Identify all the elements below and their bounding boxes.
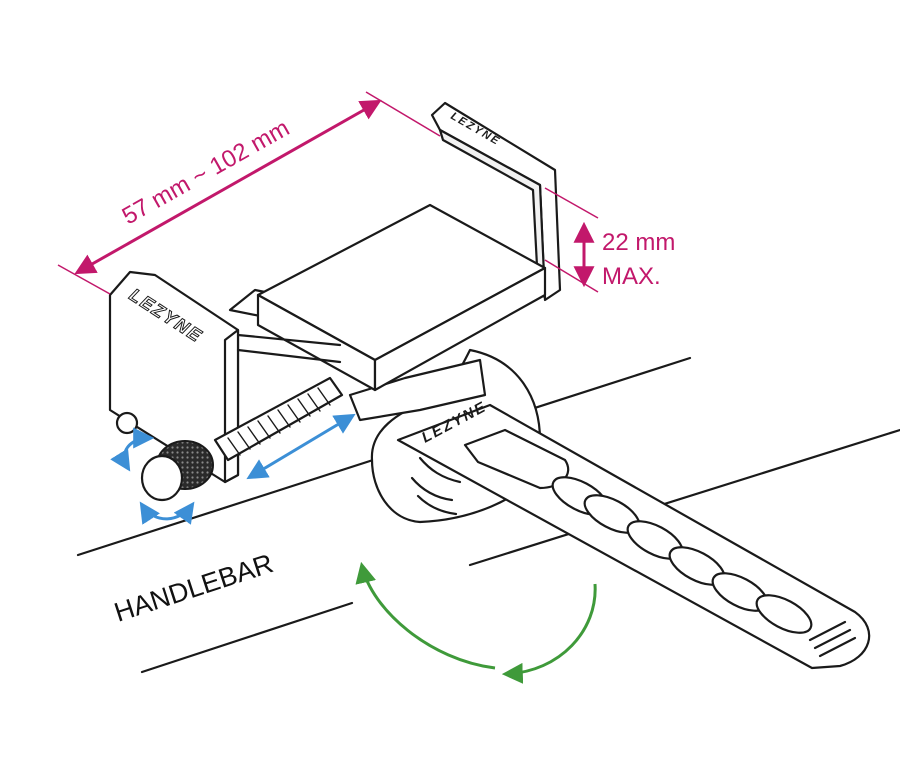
knurled-knob xyxy=(140,440,214,502)
jaw-slide-arrow xyxy=(246,413,356,480)
mount-rotate-arrow xyxy=(355,561,597,684)
knob-rotate-arrows xyxy=(110,427,195,525)
depth-value-label: 22 mm xyxy=(602,229,675,256)
strap-slots xyxy=(463,428,857,658)
depth-dimension: 22 mm MAX. xyxy=(544,187,675,293)
width-range-label: 57 mm ~ 102 mm xyxy=(118,114,294,230)
depth-note-label: MAX. xyxy=(602,263,661,290)
handlebar-label: HANDLEBAR xyxy=(111,548,277,628)
